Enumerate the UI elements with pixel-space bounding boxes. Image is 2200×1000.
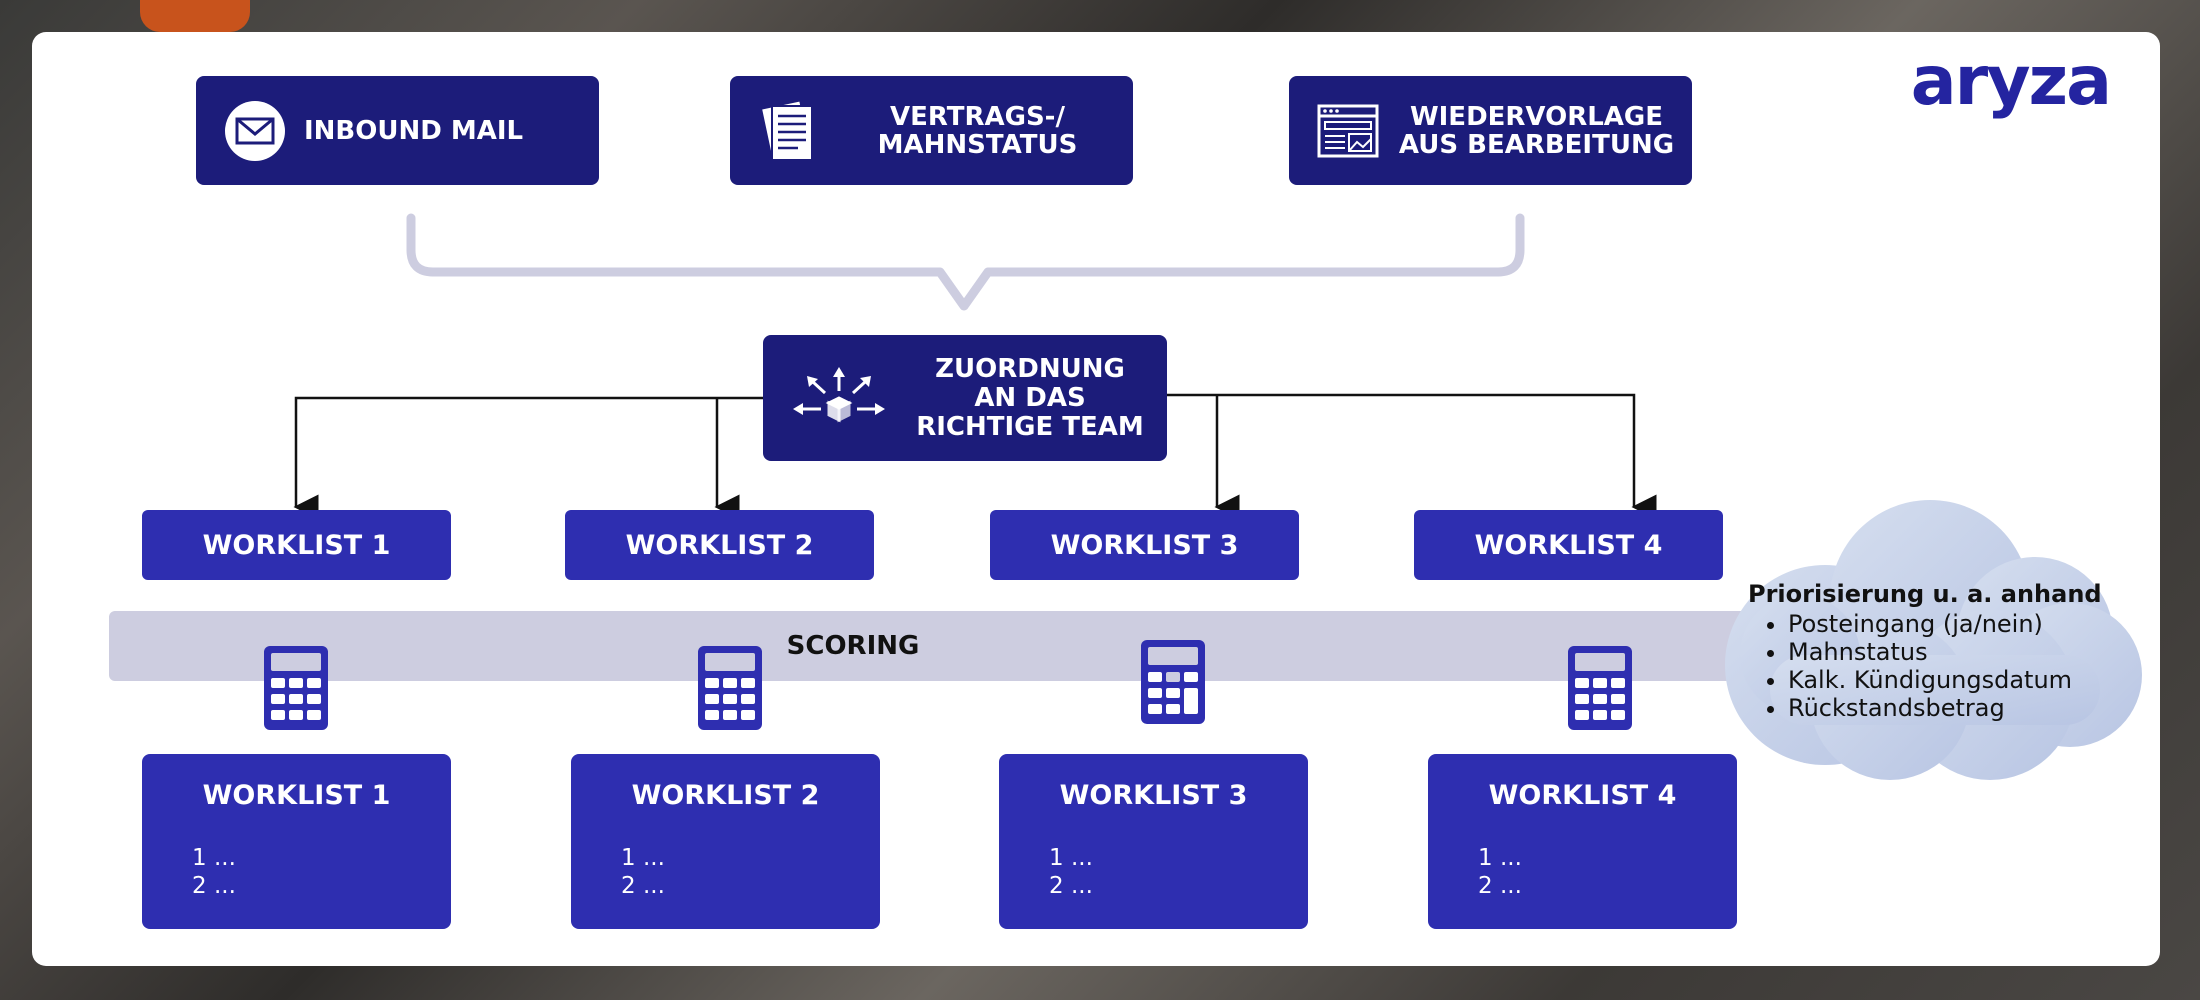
source-label: VERTRAGS-/ MAHNSTATUS [877,101,1078,160]
worklist-bottom-3: WORKLIST 3 1 ... 2 ... [999,754,1308,929]
scoring-band [109,611,1769,681]
list-item: Posteingang (ja/nein) [1788,610,2148,638]
worklist-title: WORKLIST 1 [202,780,391,811]
distribute-box-icon [793,367,885,423]
worklist-item: 2 ... [1049,873,1093,899]
worklist-title: WORKLIST 2 [631,780,820,811]
worklist-top-1: WORKLIST 1 [142,510,451,580]
worklist-item: 1 ... [1049,845,1093,871]
assignment-label: ZUORDNUNG AN DAS RICHTIGE TEAM [916,353,1144,442]
worklist-bottom-1: WORKLIST 1 1 ... 2 ... [142,754,451,929]
scoring-label: SCORING [786,631,920,661]
list-item: Kalk. Kündigungsdatum [1788,666,2148,694]
worklist-top-2: WORKLIST 2 [565,510,874,580]
worklist-item: 2 ... [621,873,665,899]
source-inbound-mail: INBOUND MAIL [196,76,599,185]
source-label: INBOUND MAIL [304,115,524,146]
source-wiedervorlage: WIEDERVORLAGE AUS BEARBEITUNG [1289,76,1692,185]
calculator-icon [1568,646,1632,730]
worklist-bottom-4: WORKLIST 4 1 ... 2 ... [1428,754,1737,929]
worklist-item: 1 ... [621,845,665,871]
worklist-bottom-2: WORKLIST 2 1 ... 2 ... [571,754,880,929]
prioritization-list: Posteingang (ja/nein) Mahnstatus Kalk. K… [1748,610,2148,722]
worklist-title: WORKLIST 4 [1488,780,1677,811]
aryza-logo: aryza [1910,42,2112,121]
documents-icon [759,99,813,161]
worklist-item: 2 ... [192,873,236,899]
prioritization-title: Priorisierung u. a. anhand [1748,580,2102,608]
background-photo-detail [140,0,250,32]
source-label: WIEDERVORLAGE AUS BEARBEITUNG [1398,101,1675,160]
list-item: Mahnstatus [1788,638,2148,666]
worklist-title: WORKLIST 3 [1059,780,1248,811]
worklist-item: 1 ... [1478,845,1522,871]
mail-icon [225,101,285,161]
arrow-to-worklist-4 [1167,393,1657,520]
calculator-icon [1141,640,1205,724]
worklist-top-4: WORKLIST 4 [1414,510,1723,580]
prioritization-note: Priorisierung u. a. anhand Posteingang (… [1748,580,2148,722]
worklist-item: 1 ... [192,845,236,871]
assignment-box: ZUORDNUNG AN DAS RICHTIGE TEAM [763,335,1167,461]
worklist-item: 2 ... [1478,873,1522,899]
merge-brace [406,213,1525,311]
calculator-icon [264,646,328,730]
cloud-shape [1725,500,2142,780]
list-item: Rückstandsbetrag [1788,694,2148,722]
browser-window-icon [1317,104,1379,158]
worklist-top-3: WORKLIST 3 [990,510,1299,580]
calculator-icon [698,646,762,730]
source-vertrags-mahnstatus: VERTRAGS-/ MAHNSTATUS [730,76,1133,185]
arrow-to-worklist-1 [293,396,763,520]
